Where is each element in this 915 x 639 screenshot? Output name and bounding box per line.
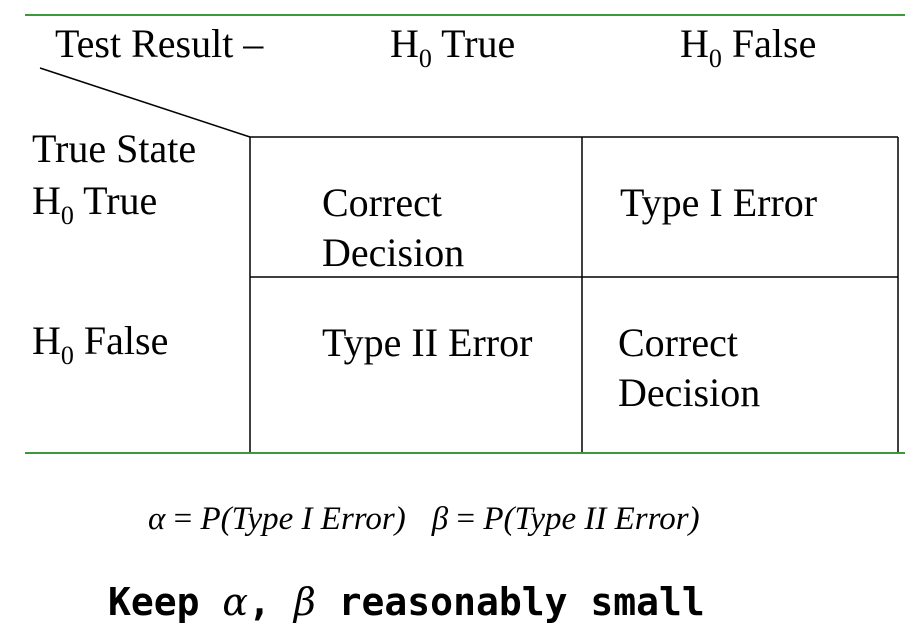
- type-i-probability: P(Type I Error): [200, 501, 406, 537]
- cell-line: Correct: [618, 320, 738, 365]
- keep-small-note: Keep α, β reasonably small: [108, 580, 705, 624]
- row-header-h0-true: H0 True: [32, 178, 158, 230]
- top-rule: [25, 14, 905, 16]
- corner-diagonal: [39, 67, 251, 138]
- beta-symbol: β: [431, 501, 449, 537]
- row-header-h0-false: H0 False: [32, 318, 169, 370]
- cell-h0true-h0true: Correct Decision: [322, 178, 464, 278]
- column-header-h0-false: H0 False: [680, 21, 817, 73]
- bottom-rule: [25, 452, 905, 454]
- cell-h0true-h0false: Type I Error: [620, 178, 817, 228]
- cell-line: Decision: [322, 230, 465, 275]
- cell-line: Decision: [618, 370, 761, 415]
- cell-line: Correct: [322, 180, 442, 225]
- cell-h0false-h0false: Correct Decision: [618, 318, 760, 418]
- cell-h0false-h0true: Type II Error: [322, 318, 532, 368]
- cell-line: Type I Error: [620, 180, 818, 225]
- column-header-h0-true: H0 True: [390, 21, 516, 73]
- cell-line: Type II Error: [322, 320, 533, 365]
- type-ii-probability: P(Type II Error): [483, 501, 700, 537]
- error-probability-formula: α = P(Type I Error)β = P(Type II Error): [148, 501, 700, 537]
- test-result-label: Test Result –: [55, 21, 264, 66]
- true-state-label: True State: [32, 126, 197, 171]
- alpha-symbol: α: [148, 501, 166, 537]
